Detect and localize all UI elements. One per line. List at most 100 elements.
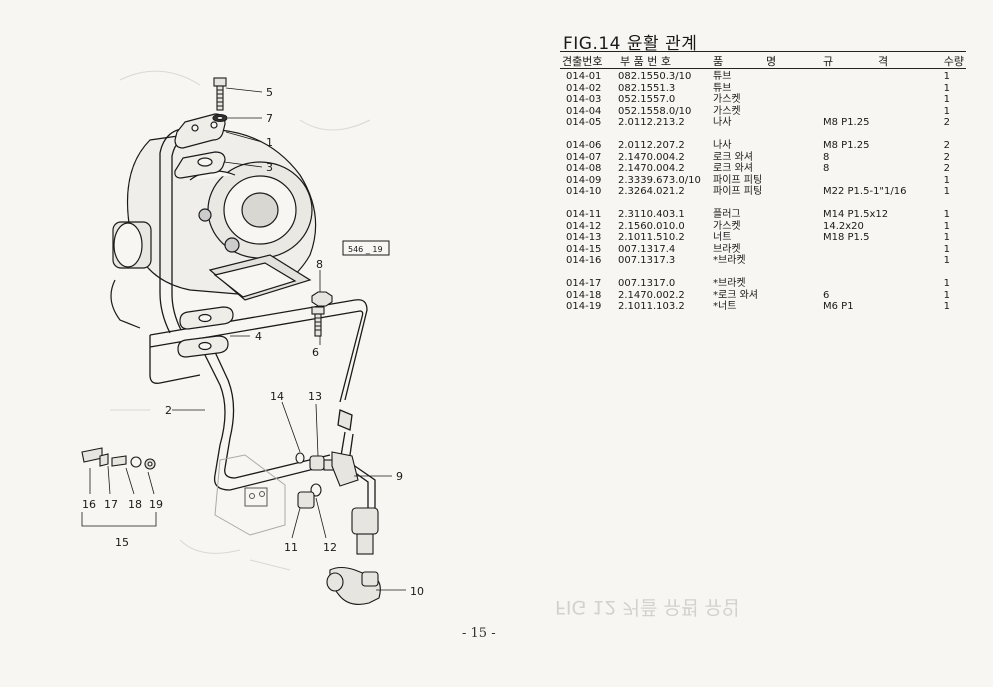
part-no: 2.1560.010.0 xyxy=(618,220,685,232)
title-rule xyxy=(560,51,966,52)
part-qty: 1 xyxy=(943,232,950,243)
part-qty: 1 xyxy=(943,255,950,266)
index-no: 014-06 xyxy=(566,140,602,151)
part-spec: 8 xyxy=(823,163,830,174)
part-name: 너트 xyxy=(713,232,732,243)
index-no: 014-13 xyxy=(566,232,602,243)
part-no: 007.1317.3 xyxy=(618,255,676,266)
callout-4: 4 xyxy=(255,330,262,343)
index-no: 014-10 xyxy=(566,186,602,197)
part-qty: 1 xyxy=(943,243,950,255)
part-no: 007.1317.4 xyxy=(618,243,676,255)
callout-16: 16 xyxy=(82,498,96,511)
part-no: 2.3264.021.2 xyxy=(618,186,685,197)
callout-11: 11 xyxy=(284,541,298,554)
callout-12: 12 xyxy=(323,541,337,554)
part-spec: 14.2x20 xyxy=(823,220,864,232)
callout-17: 17 xyxy=(104,498,118,511)
part-spec: 6 xyxy=(823,289,830,301)
part-name: 나사 xyxy=(713,117,732,128)
callout-18: 18 xyxy=(128,498,142,511)
index-no: 014-17 xyxy=(566,278,602,289)
figure-title: FIG.14 윤활 관계 xyxy=(563,34,698,54)
callout-1: 1 xyxy=(266,136,273,149)
oil-tube-assembly xyxy=(149,127,376,512)
reference-box xyxy=(342,240,390,256)
index-no: 014-19 xyxy=(566,301,602,312)
header-part-no: 부 품 번 호 xyxy=(620,55,671,68)
part-name: 플러그 xyxy=(713,209,741,220)
exploded-parts-diagram: 546 _ 19 5 7 1 3 8 4 6 2 14 13 9 16 17 1… xyxy=(81,70,424,605)
part-name: 튜브 xyxy=(713,82,732,94)
part-qty: 1 xyxy=(943,82,950,94)
part-name: 튜브 xyxy=(713,71,732,82)
part-name: 파이프 피팅 xyxy=(713,174,763,186)
part-no: 082.1551.3 xyxy=(618,82,676,94)
part-qty: 1 xyxy=(943,278,950,289)
callout-14: 14 xyxy=(270,390,284,403)
part-qty: 1 xyxy=(943,209,950,220)
callout-13: 13 xyxy=(308,390,322,403)
callout-8: 8 xyxy=(316,258,323,271)
part-qty: 2 xyxy=(943,140,950,151)
part-qty: 1 xyxy=(943,174,950,186)
part-name: 가스켓 xyxy=(713,105,741,117)
part-name: 가스켓 xyxy=(713,220,741,232)
header-rule xyxy=(560,68,966,69)
callout-numbers: 5 7 1 3 8 4 6 2 14 13 9 16 17 18 19 15 1… xyxy=(82,86,424,598)
part-name: 나사 xyxy=(713,140,732,151)
part-no: 2.3110.403.1 xyxy=(618,209,685,220)
index-no: 014-07 xyxy=(566,151,602,163)
part-no: 2.3339.673.0/10 xyxy=(618,174,701,186)
index-no: 014-11 xyxy=(566,209,602,220)
part-qty: 1 xyxy=(943,186,950,197)
bolts-and-washers xyxy=(212,77,333,337)
part-spec: M18 P1.5 xyxy=(823,232,870,243)
part-name: 로크 와셔 xyxy=(713,163,753,174)
index-no: 014-09 xyxy=(566,174,602,186)
part-no: 2.0112.207.2 xyxy=(618,140,685,151)
header-qty: 수량 xyxy=(943,55,964,68)
part-no: 052.1558.0/10 xyxy=(618,105,692,117)
header-index-no: 견출번호 xyxy=(562,55,603,68)
part-name: 파이프 피팅 xyxy=(713,186,763,197)
part-qty: 2 xyxy=(943,151,950,163)
part-no: 2.1470.002.2 xyxy=(618,289,685,301)
callout-10: 10 xyxy=(410,585,424,598)
part-name: 로크 와셔 xyxy=(713,151,753,163)
callout-19: 19 xyxy=(149,498,163,511)
bleed-through-marks xyxy=(110,70,371,571)
part-name: *너트 xyxy=(713,301,737,312)
table-row: 014-16 007.1317.3 *브라켓 1 xyxy=(560,255,966,267)
header-name-b: 명 xyxy=(766,55,777,68)
leader-lines xyxy=(81,87,406,591)
part-no: 2.1470.004.2 xyxy=(618,151,685,163)
callout-9: 9 xyxy=(396,470,403,483)
page-number: - 15 - xyxy=(462,626,496,641)
index-no: 014-15 xyxy=(566,243,602,255)
part-qty: 1 xyxy=(943,220,950,232)
part-qty: 1 xyxy=(943,289,950,301)
part-no: 2.0112.213.2 xyxy=(618,117,685,128)
part-qty: 1 xyxy=(943,301,950,312)
flanges-and-gaskets xyxy=(174,113,234,358)
part-qty: 1 xyxy=(943,71,950,82)
index-no: 014-08 xyxy=(566,163,602,174)
part-name: 가스켓 xyxy=(713,94,741,105)
header-spec-a: 규 xyxy=(823,55,834,68)
bracket-group xyxy=(81,447,156,470)
index-no: 014-16 xyxy=(566,255,602,266)
part-name: *브라켓 xyxy=(713,255,746,266)
part-spec: M14 P1.5x12 xyxy=(823,209,889,220)
